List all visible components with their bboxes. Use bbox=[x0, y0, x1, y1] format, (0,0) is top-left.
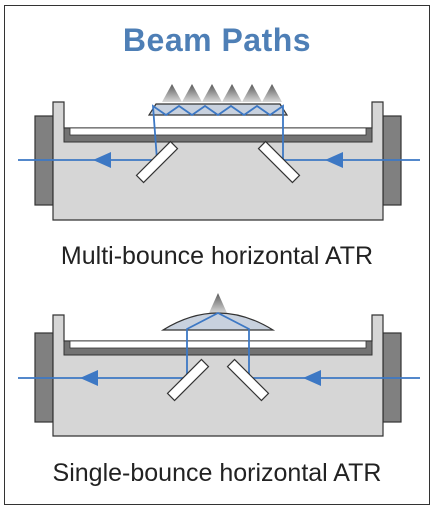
accessory-housing-2 bbox=[52, 314, 384, 437]
single-bounce-diagram bbox=[18, 293, 420, 437]
atr-crystal-multi bbox=[147, 103, 289, 116]
beam-arrow-in-single bbox=[303, 370, 321, 386]
mirror-left-single bbox=[166, 358, 210, 402]
beam-arrow-in-multi bbox=[325, 152, 343, 168]
caption-single-bounce: Single-bounce horizontal ATR bbox=[52, 459, 382, 487]
beam-arrow-out-multi bbox=[93, 152, 111, 168]
mirror-left-multi bbox=[135, 140, 179, 184]
sample-peak-single bbox=[209, 293, 227, 313]
mirror-right-multi bbox=[257, 140, 301, 184]
figure-title: Beam Paths bbox=[122, 22, 312, 58]
caption-multi-bounce: Multi-bounce horizontal ATR bbox=[60, 242, 374, 270]
beam-arrow-out-single bbox=[80, 370, 98, 386]
mirror-right-single bbox=[226, 358, 270, 402]
multi-bounce-diagram bbox=[18, 84, 420, 221]
atr-crystal-single bbox=[160, 312, 276, 331]
beam-path-multi bbox=[18, 104, 420, 161]
sample-peaks bbox=[162, 84, 282, 102]
